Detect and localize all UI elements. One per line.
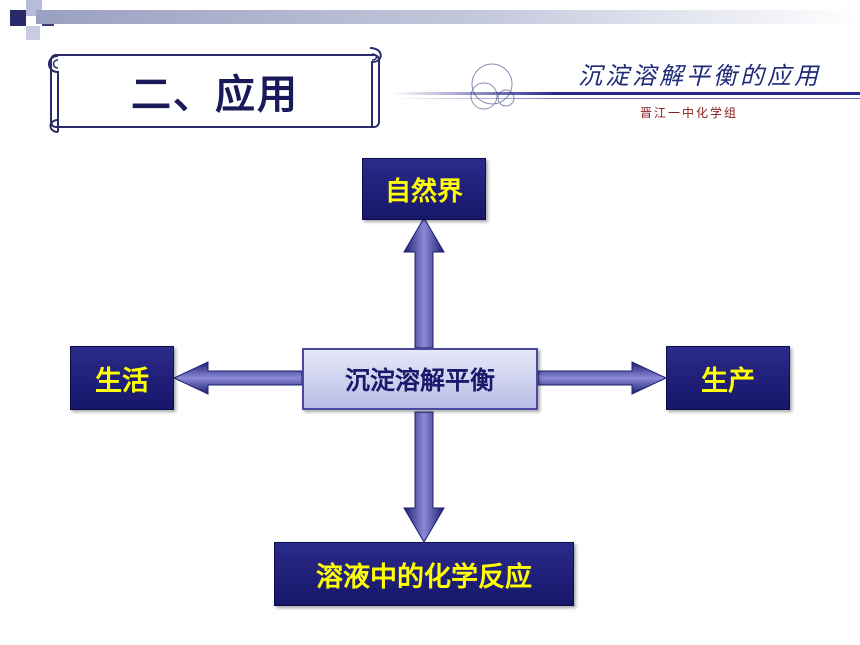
corner-square-dark [10, 10, 26, 26]
node-right: 生产 [666, 346, 790, 410]
arrow-down [403, 411, 445, 543]
heading-scroll-frame [50, 54, 380, 128]
arrow-left [172, 361, 303, 395]
node-left: 生活 [70, 346, 174, 410]
arrow-up [403, 217, 445, 349]
banner-divider-thin [392, 98, 860, 99]
scroll-curl-icon [369, 47, 382, 128]
banner-divider [392, 92, 860, 95]
corner-square-light [26, 26, 40, 40]
banner-title: 沉淀溶解平衡的应用 [578, 62, 821, 90]
node-bottom: 溶液中的化学反应 [274, 542, 574, 606]
top-gradient-bar [36, 10, 860, 24]
node-center: 沉淀溶解平衡 [302, 348, 538, 410]
scroll-curl-icon [48, 55, 59, 133]
node-top: 自然界 [362, 158, 486, 220]
slide-heading: 二、应用 [131, 72, 299, 118]
arrow-right [537, 361, 668, 395]
banner-subtitle: 晋江一中化学组 [640, 106, 739, 120]
